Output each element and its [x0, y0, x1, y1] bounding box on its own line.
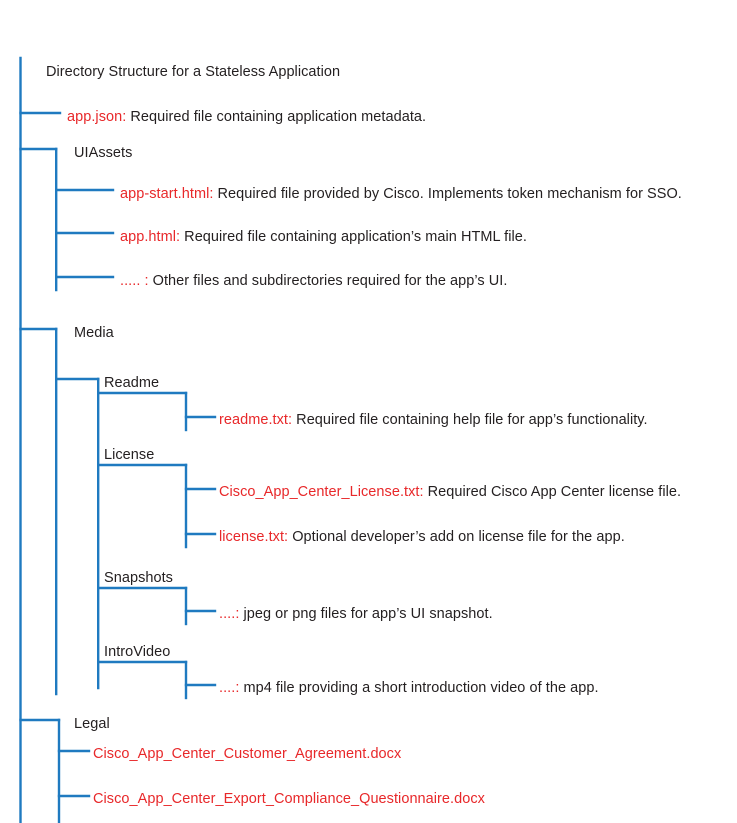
node-snapshots-files: ....: jpeg or png files for app’s UI sna…	[219, 607, 493, 622]
node-readme-dir: Readme	[104, 375, 160, 391]
node-readme-txt: readme.txt: Required file containing hel…	[219, 413, 648, 428]
node-app-start-html-desc: Required file provided by Cisco. Impleme…	[213, 186, 682, 202]
node-app-start-html-name: app-start.html:	[120, 186, 214, 202]
node-export-compliance: Cisco_App_Center_Export_Compliance_Quest…	[93, 792, 485, 807]
diagram-title: Directory Structure for a Stateless Appl…	[46, 64, 341, 80]
node-export-compliance-name: Cisco_App_Center_Export_Compliance_Quest…	[93, 791, 485, 807]
node-uiassets-other-desc: Other files and subdirectories required …	[148, 273, 508, 289]
node-app-start-html: app-start.html: Required file provided b…	[120, 187, 682, 202]
node-readme-txt-name: readme.txt:	[219, 412, 293, 428]
node-readme-txt-desc: Required file containing help file for a…	[292, 412, 648, 428]
node-license-dir: License	[104, 447, 155, 463]
node-uiassets-other: ..... : Other files and subdirectories r…	[120, 274, 507, 289]
node-app-html-name: app.html:	[120, 229, 181, 245]
node-introvideo-files-name: ....:	[219, 680, 240, 696]
node-uiassets-other-name: ..... :	[120, 273, 149, 289]
node-cisco-license-txt-desc: Required Cisco App Center license file.	[423, 484, 682, 500]
node-customer-agreement: Cisco_App_Center_Customer_Agreement.docx	[93, 747, 401, 762]
node-license-txt-name: license.txt:	[219, 529, 289, 545]
node-snapshots-files-desc: jpeg or png files for app’s UI snapshot.	[239, 606, 493, 622]
node-cisco-license-txt-name: Cisco_App_Center_License.txt:	[219, 484, 424, 500]
node-license-txt-desc: Optional developer’s add on license file…	[288, 529, 625, 545]
node-introvideo-files-desc: mp4 file providing a short introduction …	[239, 680, 599, 696]
node-snapshots-files-name: ....:	[219, 606, 240, 622]
node-snapshots-dir: Snapshots	[104, 570, 173, 586]
node-introvideo-files: ....: mp4 file providing a short introdu…	[219, 681, 599, 696]
node-app-json-desc: Required file containing application met…	[126, 109, 427, 125]
node-license-txt: license.txt: Optional developer’s add on…	[219, 530, 625, 545]
node-legal-dir: Legal	[74, 716, 110, 732]
node-app-json: app.json: Required file containing appli…	[67, 110, 426, 125]
node-app-json-name: app.json:	[67, 109, 127, 125]
node-app-html: app.html: Required file containing appli…	[120, 230, 527, 245]
node-uiassets: UIAssets	[74, 145, 133, 161]
node-introvideo-dir: IntroVideo	[104, 644, 171, 660]
node-customer-agreement-name: Cisco_App_Center_Customer_Agreement.docx	[93, 746, 402, 762]
node-app-html-desc: Required file containing application’s m…	[180, 229, 527, 245]
node-media: Media	[74, 325, 114, 341]
node-cisco-license-txt: Cisco_App_Center_License.txt: Required C…	[219, 485, 681, 500]
